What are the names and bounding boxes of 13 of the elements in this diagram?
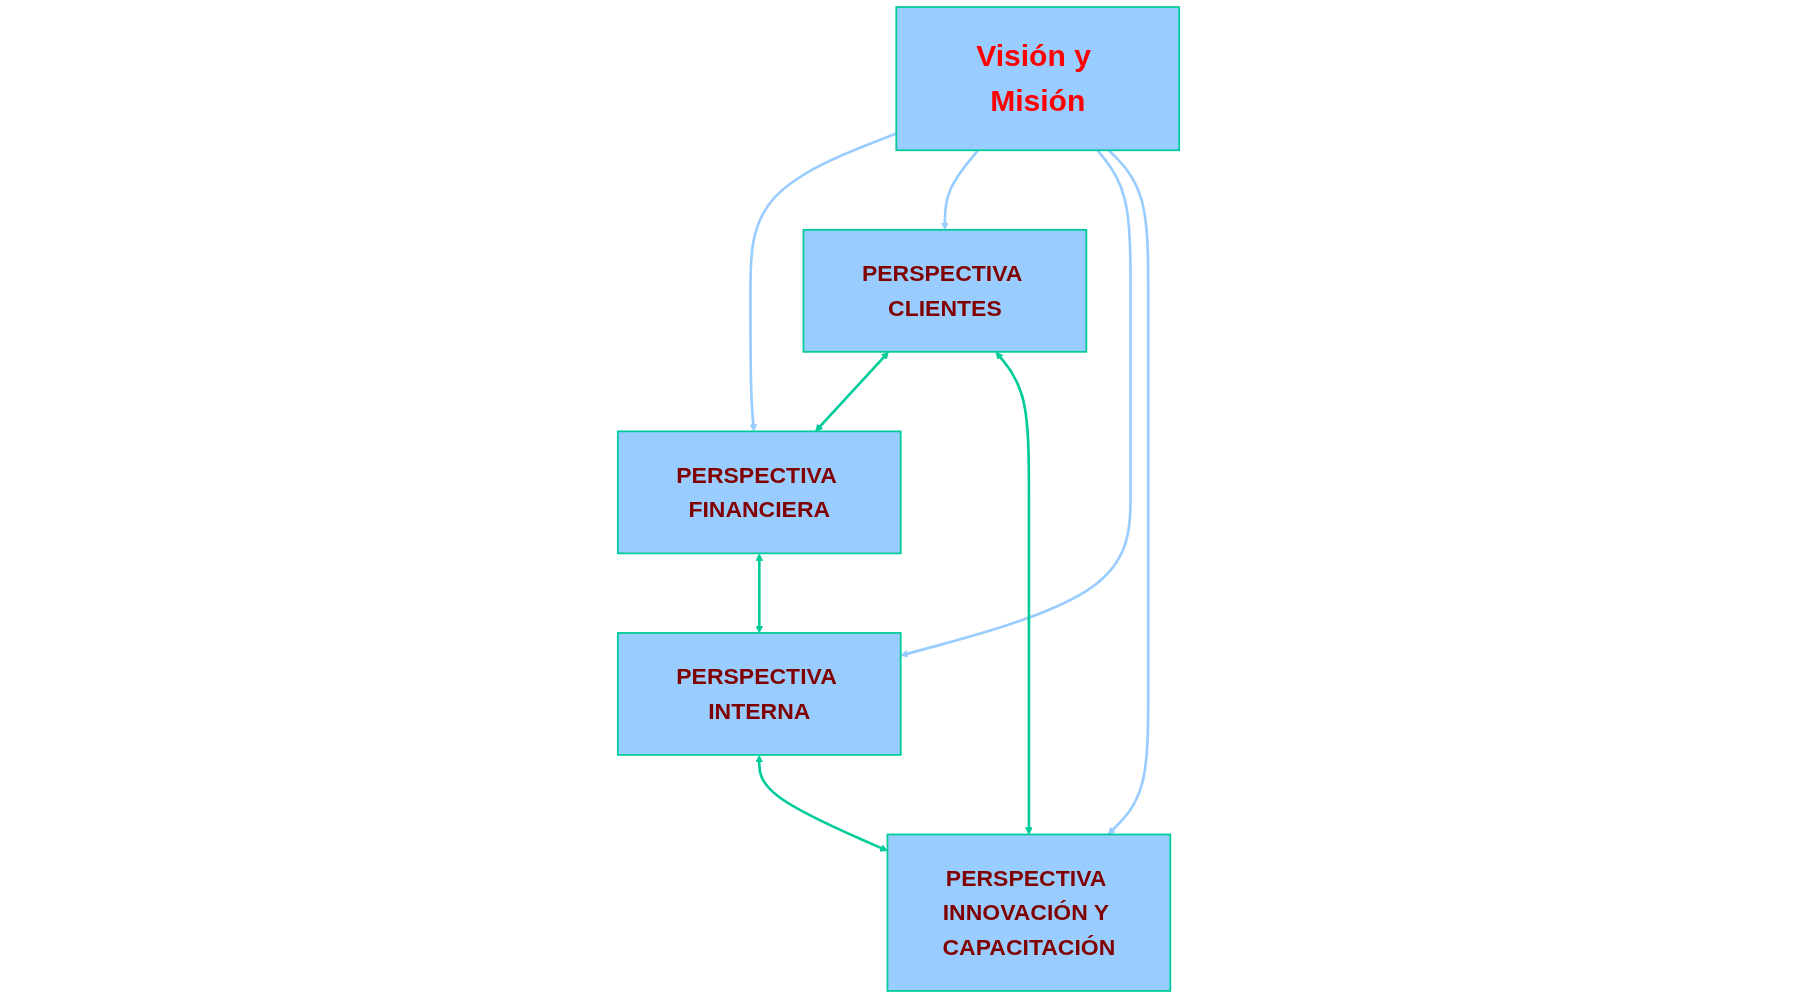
arrow (900, 149, 1132, 658)
node-box: PERSPECTIVA INTERNA (616, 632, 902, 756)
arrow (749, 132, 897, 432)
node-box: PERSPECTIVA INNOVACIÓN Y CAPACITACIÓN (886, 833, 1172, 992)
node-box: PERSPECTIVA FINANCIERA (616, 430, 902, 555)
node-box: PERSPECTIVA CLIENTES (802, 228, 1088, 353)
arrow (755, 553, 764, 634)
arrow (815, 351, 889, 432)
arrow (995, 351, 1033, 835)
arrow (755, 754, 888, 852)
node-box: Visión y Misión (895, 6, 1181, 152)
arrow (1107, 149, 1150, 835)
arrow (941, 149, 980, 231)
